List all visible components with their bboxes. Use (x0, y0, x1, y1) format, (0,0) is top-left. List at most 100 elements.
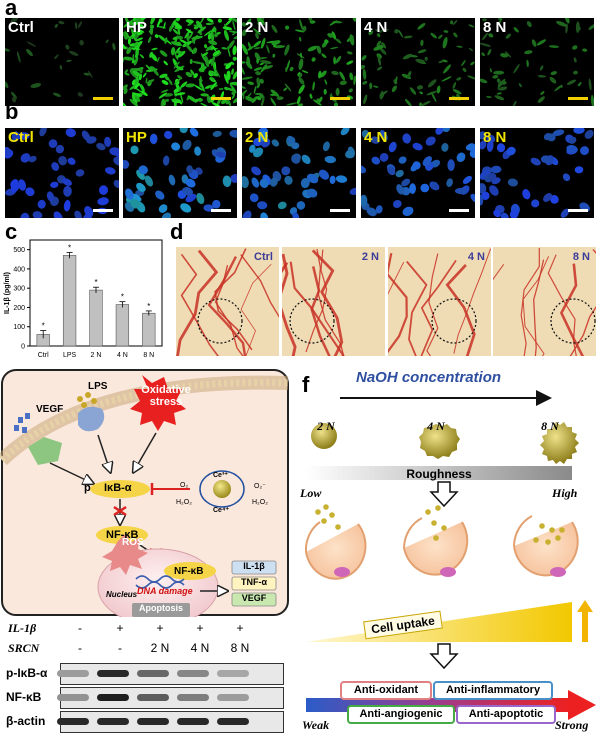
panel-a-tile-label: Ctrl (8, 19, 34, 36)
nucleus-label: Nucleus (106, 590, 138, 599)
vegf-receptor (14, 413, 62, 465)
condition-cell: 2 N (150, 641, 170, 655)
y-tick-label: 0 (21, 344, 25, 351)
condition-cell: + (236, 621, 244, 635)
scale-bar (449, 209, 469, 212)
p-label: p (84, 482, 91, 494)
h2o2-left-label: H₂O₂ (176, 499, 192, 506)
output-tnfa: TNF-α (240, 577, 268, 587)
condition-cell: + (156, 621, 164, 635)
low-label: Low (300, 486, 322, 500)
panel-b-tile-label: 8 N (483, 129, 507, 146)
dna-damage-label: DNA damage (137, 586, 193, 596)
panel-b-tile-label: 4 N (364, 129, 388, 146)
panel-d-tile-1: 2 N (282, 247, 385, 356)
blot-band (137, 694, 169, 701)
condition-cell: + (196, 621, 204, 635)
y-tick-label: 400 (13, 266, 25, 273)
output-il1b: IL-1β (243, 561, 265, 571)
anti-apoptotic-box: Anti-apoptotic (456, 705, 556, 724)
panel-b-tile-1: HP (123, 128, 237, 218)
panel-c-label: c (5, 219, 18, 244)
blot-band (137, 718, 169, 725)
x-tick-label: 4 N (117, 352, 128, 359)
scale-bar (330, 209, 350, 212)
bar-8 N (142, 312, 156, 347)
significance-mark: * (94, 278, 97, 287)
panel-b-tile-2: 2 N (242, 128, 356, 218)
particle-4n (419, 424, 460, 459)
conc-2n: 2 N (317, 419, 335, 433)
panel-a-tile-2: 2 N (242, 18, 356, 106)
scale-bar (93, 209, 113, 212)
nanoparticle-icon (213, 480, 231, 498)
panel-b-tile-label: Ctrl (8, 129, 34, 146)
panel-a-tile-3: 4 N (361, 18, 475, 106)
naoh-title: NaOH concentration (356, 369, 502, 386)
panel-d-tile-label: 2 N (361, 251, 379, 263)
y-tick-label: 300 (13, 286, 25, 293)
ikb-label: IκB-α (104, 482, 132, 494)
blot-band (57, 694, 89, 701)
apoptosis-label: Apoptosis (139, 603, 183, 613)
blot-band (57, 670, 89, 677)
y-tick-label: 100 (13, 324, 25, 331)
blot-condition-row: IL-1β-++++ (8, 621, 275, 637)
scale-bar (211, 209, 231, 212)
panel-a-tile-4: 8 N (480, 18, 594, 106)
band-label: p-IκB-α (6, 666, 48, 680)
nfkb-label: NF-κB (106, 529, 139, 541)
y-axis-label: IL-1β (pg/ml) (4, 272, 11, 314)
nfkb-nuclear-node (164, 562, 216, 580)
effect-arrow-head (568, 690, 596, 720)
ros-label: ROS (122, 537, 144, 548)
blot-band (217, 670, 249, 677)
blot-band (137, 670, 169, 677)
panel-d-tile-2: 4 N (388, 247, 491, 356)
cell-mid (403, 505, 469, 577)
blot-band (97, 694, 129, 701)
blot-band (177, 694, 209, 701)
oxidative-stress-burst (130, 375, 186, 431)
blot-strip (57, 687, 284, 709)
panel-d-label: d (170, 219, 184, 244)
ce3-label: Ce³⁺ (213, 472, 228, 479)
condition-cell: - (118, 641, 122, 655)
panel-a-tile-label: 4 N (364, 19, 388, 36)
signaling-schematic (0, 369, 289, 617)
ros-burst (102, 533, 148, 575)
stress-text: stress (149, 396, 183, 408)
scale-bar (568, 209, 588, 212)
roughness-label: Roughness (406, 467, 472, 481)
scale-bar (211, 97, 231, 100)
oxidative-text: Oxidative (141, 384, 191, 396)
condition-label: SRCN (8, 641, 40, 655)
panel-a-label: a (5, 0, 18, 20)
x-tick-label: LPS (63, 352, 77, 359)
nfkb-nuclear-label: NF-κB (174, 566, 204, 577)
conc-8n: 8 N (541, 419, 559, 433)
scale-bar (93, 97, 113, 100)
ikb-alpha-node (90, 480, 150, 498)
panel-b-tile-label: HP (126, 129, 147, 146)
blot-band (217, 694, 249, 701)
condition-cell: + (116, 621, 124, 635)
vegf-label: VEGF (36, 404, 64, 415)
particle-8n (540, 422, 579, 464)
y-tick-label: 200 (13, 305, 25, 312)
significance-mark: * (121, 293, 124, 302)
cell-high (513, 515, 579, 577)
blot-band (97, 670, 129, 677)
significance-mark: * (42, 322, 45, 331)
scale-bar (568, 97, 588, 100)
anti-angiogenic-box: Anti-angiogenic (347, 705, 455, 724)
output-vegf: VEGF (241, 593, 267, 603)
blot-band (97, 718, 129, 725)
scale-bar (449, 97, 469, 100)
panel-b-tile-4: 8 N (480, 128, 594, 218)
panel-d-tile-0: Ctrl (176, 247, 279, 356)
particle-2n (311, 423, 337, 449)
panel-d-tile-label: 8 N (572, 251, 590, 263)
weak-label: Weak (302, 718, 330, 732)
